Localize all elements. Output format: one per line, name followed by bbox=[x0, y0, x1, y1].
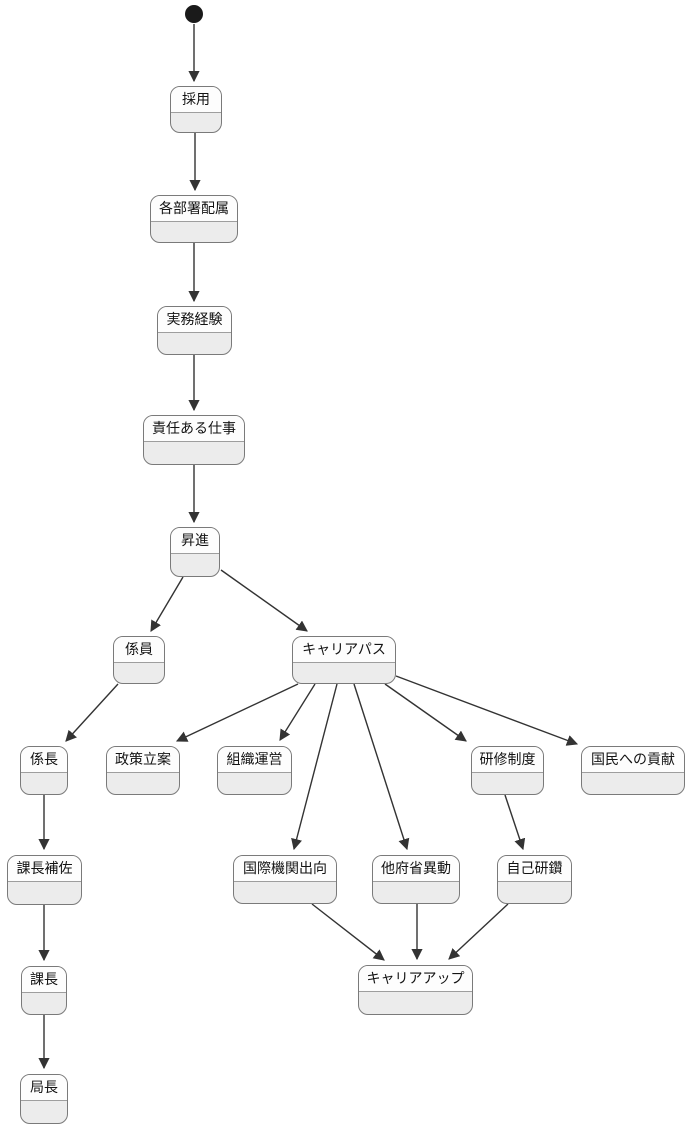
state-node-label: キャリアアップ bbox=[359, 966, 472, 992]
edge-shoshin-to-kakariin bbox=[150, 576, 184, 632]
state-node-label: 国民への貢献 bbox=[582, 747, 684, 773]
state-node-label: 組織運営 bbox=[218, 747, 291, 773]
edge-kakariin-to-kakaricho bbox=[65, 683, 119, 742]
edge-kenshu-seido-to-jiko-kensan bbox=[504, 794, 526, 851]
state-node-jitsumu-keiken: 実務経験 bbox=[157, 306, 232, 355]
state-node-kakubusho-haizoku: 各部署配属 bbox=[150, 195, 238, 243]
state-node-label: 各部署配属 bbox=[151, 196, 237, 222]
state-node-jiko-kensan: 自己研鑽 bbox=[497, 855, 572, 904]
edge-career-path-to-kenshu-seido bbox=[384, 683, 467, 742]
edge-career-path-to-soshiki-unei bbox=[279, 683, 316, 741]
state-node-kenshu-seido: 研修制度 bbox=[471, 746, 544, 795]
state-node-label: 他府省異動 bbox=[373, 856, 459, 882]
state-node-kakaricho: 係長 bbox=[20, 746, 68, 795]
edge-shoshin-to-career-path bbox=[220, 569, 308, 632]
state-node-label: 政策立案 bbox=[107, 747, 179, 773]
state-node-label: 国際機関出向 bbox=[234, 856, 336, 882]
state-node-career-path: キャリアパス bbox=[292, 636, 396, 684]
state-node-label: 実務経験 bbox=[158, 307, 231, 333]
state-node-label: 局長 bbox=[21, 1075, 67, 1101]
state-node-soshiki-unei: 組織運営 bbox=[217, 746, 292, 795]
state-node-label: 係長 bbox=[21, 747, 67, 773]
state-node-sekinin-aru-shigoto: 責任ある仕事 bbox=[143, 415, 245, 465]
start-state-icon bbox=[185, 5, 203, 23]
state-node-kacho-hosa: 課長補佐 bbox=[7, 855, 82, 905]
state-node-label: キャリアパス bbox=[293, 637, 395, 663]
state-node-label: 課長 bbox=[22, 967, 66, 993]
state-node-kakariin: 係員 bbox=[113, 636, 165, 684]
edge-career-path-to-seisaku-ritsuan bbox=[175, 683, 299, 742]
state-node-kacho: 課長 bbox=[21, 966, 67, 1015]
state-node-kokumin-koken: 国民への貢献 bbox=[581, 746, 685, 795]
state-node-kyokucho: 局長 bbox=[20, 1074, 68, 1124]
state-node-label: 係員 bbox=[114, 637, 164, 663]
edge-career-path-to-kokumin-koken bbox=[395, 675, 579, 746]
state-node-saiyo: 採用 bbox=[170, 86, 222, 133]
edge-kokusai-kikan-shukko-to-career-up bbox=[311, 903, 385, 961]
edge-career-path-to-kokusai-kikan-shukko bbox=[291, 683, 338, 851]
state-node-label: 課長補佐 bbox=[8, 856, 81, 882]
state-node-shoshin: 昇進 bbox=[170, 527, 220, 577]
state-node-tafusho-ido: 他府省異動 bbox=[372, 855, 460, 904]
state-node-label: 責任ある仕事 bbox=[144, 416, 244, 442]
edge-career-path-to-tafusho-ido bbox=[353, 683, 410, 851]
state-node-label: 採用 bbox=[171, 87, 221, 113]
state-node-label: 昇進 bbox=[171, 528, 219, 554]
edge-jiko-kensan-to-career-up bbox=[448, 903, 509, 960]
state-node-seisaku-ritsuan: 政策立案 bbox=[106, 746, 180, 795]
state-node-label: 自己研鑽 bbox=[498, 856, 571, 882]
state-node-career-up: キャリアアップ bbox=[358, 965, 473, 1015]
state-node-label: 研修制度 bbox=[472, 747, 543, 773]
state-node-kokusai-kikan-shukko: 国際機関出向 bbox=[233, 855, 337, 904]
